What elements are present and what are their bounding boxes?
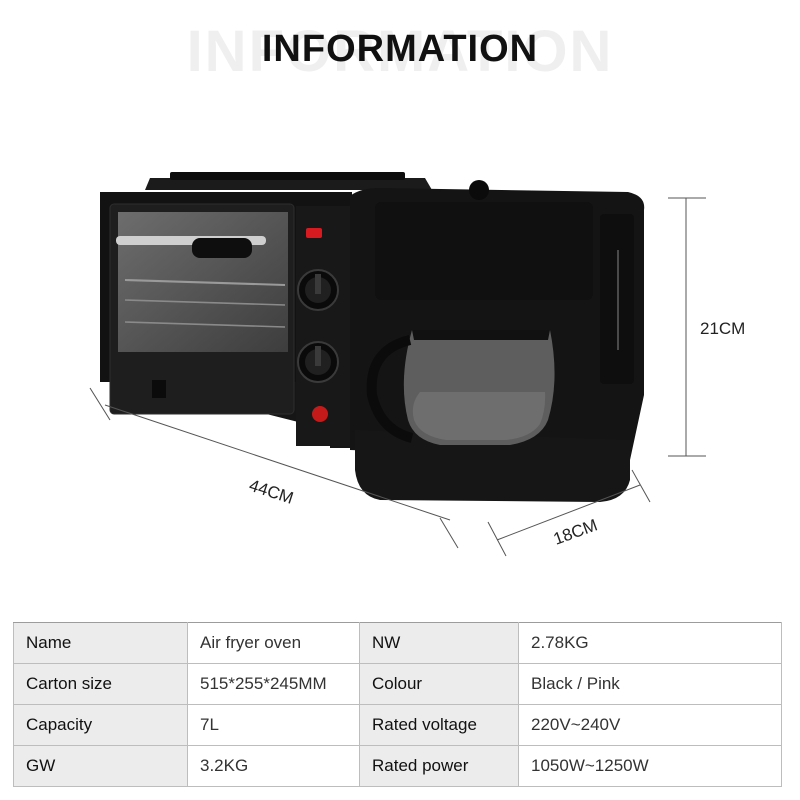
product-illustration: 44CM 18CM 21CM [89,172,745,557]
spec-table: Name Air fryer oven NW 2.78KG Carton siz… [13,622,782,787]
power-switch [306,228,322,238]
spec-value: 7L [187,704,360,746]
spec-label: Capacity [13,704,188,746]
spec-label: Rated power [359,745,519,787]
table-row: Capacity 7L Rated voltage 220V~240V [13,704,782,746]
spec-value: 1050W~1250W [518,745,782,787]
spec-label: Rated voltage [359,704,519,746]
spec-value: 2.78KG [518,622,782,664]
spec-label: Name [13,622,188,664]
oven-body [100,192,352,448]
page-title: INFORMATION [261,28,539,70]
spec-value: Black / Pink [518,663,782,705]
spec-label: Carton size [13,663,188,705]
spec-value: Air fryer oven [187,622,360,664]
spec-value: 3.2KG [187,745,360,787]
dimension-depth-label: 18CM [551,515,600,548]
control-panel [296,206,350,446]
table-row: GW 3.2KG Rated power 1050W~1250W [13,745,782,787]
title-watermark: INFORMATION [186,19,614,84]
dimension-length-label: 44CM [247,476,296,508]
table-row: Name Air fryer oven NW 2.78KG [13,622,782,664]
spec-value: 220V~240V [518,704,782,746]
header: INFORMATION INFORMATION [0,14,800,84]
coffee-carafe [366,330,555,445]
dimension-height: 21CM [668,197,745,457]
top-baking-tray [145,172,432,190]
table-row: Carton size 515*255*245MM Colour Black /… [13,663,782,705]
warming-plate [355,430,630,502]
spec-label: NW [359,622,519,664]
spec-label: GW [13,745,188,787]
spec-value: 515*255*245MM [187,663,360,705]
spec-label: Colour [359,663,519,705]
indicator-light [312,406,328,422]
coffee-maker [350,180,645,502]
dimension-height-label: 21CM [700,319,745,338]
